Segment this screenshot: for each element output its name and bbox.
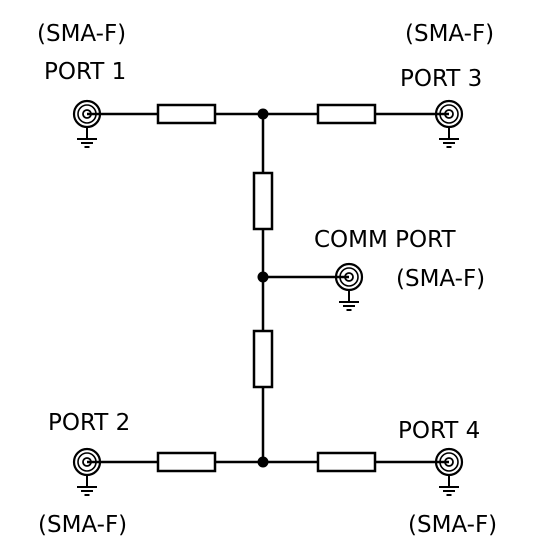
comm-ground-symbol-icon	[339, 290, 359, 311]
resistor-icon	[252, 329, 274, 389]
port3-label: PORT 3	[400, 66, 483, 92]
resistor-icon	[156, 103, 217, 125]
junction-dot	[257, 271, 269, 283]
port3-ground-symbol-icon	[439, 127, 459, 148]
port1-connector-label: (SMA-F)	[37, 21, 127, 47]
resistor-icon	[156, 451, 217, 473]
port4-label: PORT 4	[398, 418, 481, 444]
port1-ground-symbol-icon	[77, 127, 97, 148]
port3-connector-label: (SMA-F)	[405, 21, 495, 47]
junction-dot	[257, 108, 269, 120]
junction-dot	[257, 456, 269, 468]
resistor-icon	[252, 171, 274, 231]
comm-port-label: COMM PORT	[314, 227, 456, 253]
comm-port-connector-label: (SMA-F)	[396, 266, 486, 292]
port4-ground-symbol-icon	[439, 475, 459, 496]
port1-label: PORT 1	[44, 59, 127, 85]
resistor-icon	[316, 103, 377, 125]
port2-label: PORT 2	[48, 410, 131, 436]
port1-sma-connector-icon	[72, 99, 102, 129]
port4-connector-label: (SMA-F)	[408, 512, 498, 538]
comm-sma-connector-icon	[334, 262, 364, 292]
resistor-icon	[316, 451, 377, 473]
port2-ground-symbol-icon	[77, 475, 97, 496]
port2-connector-label: (SMA-F)	[38, 512, 128, 538]
